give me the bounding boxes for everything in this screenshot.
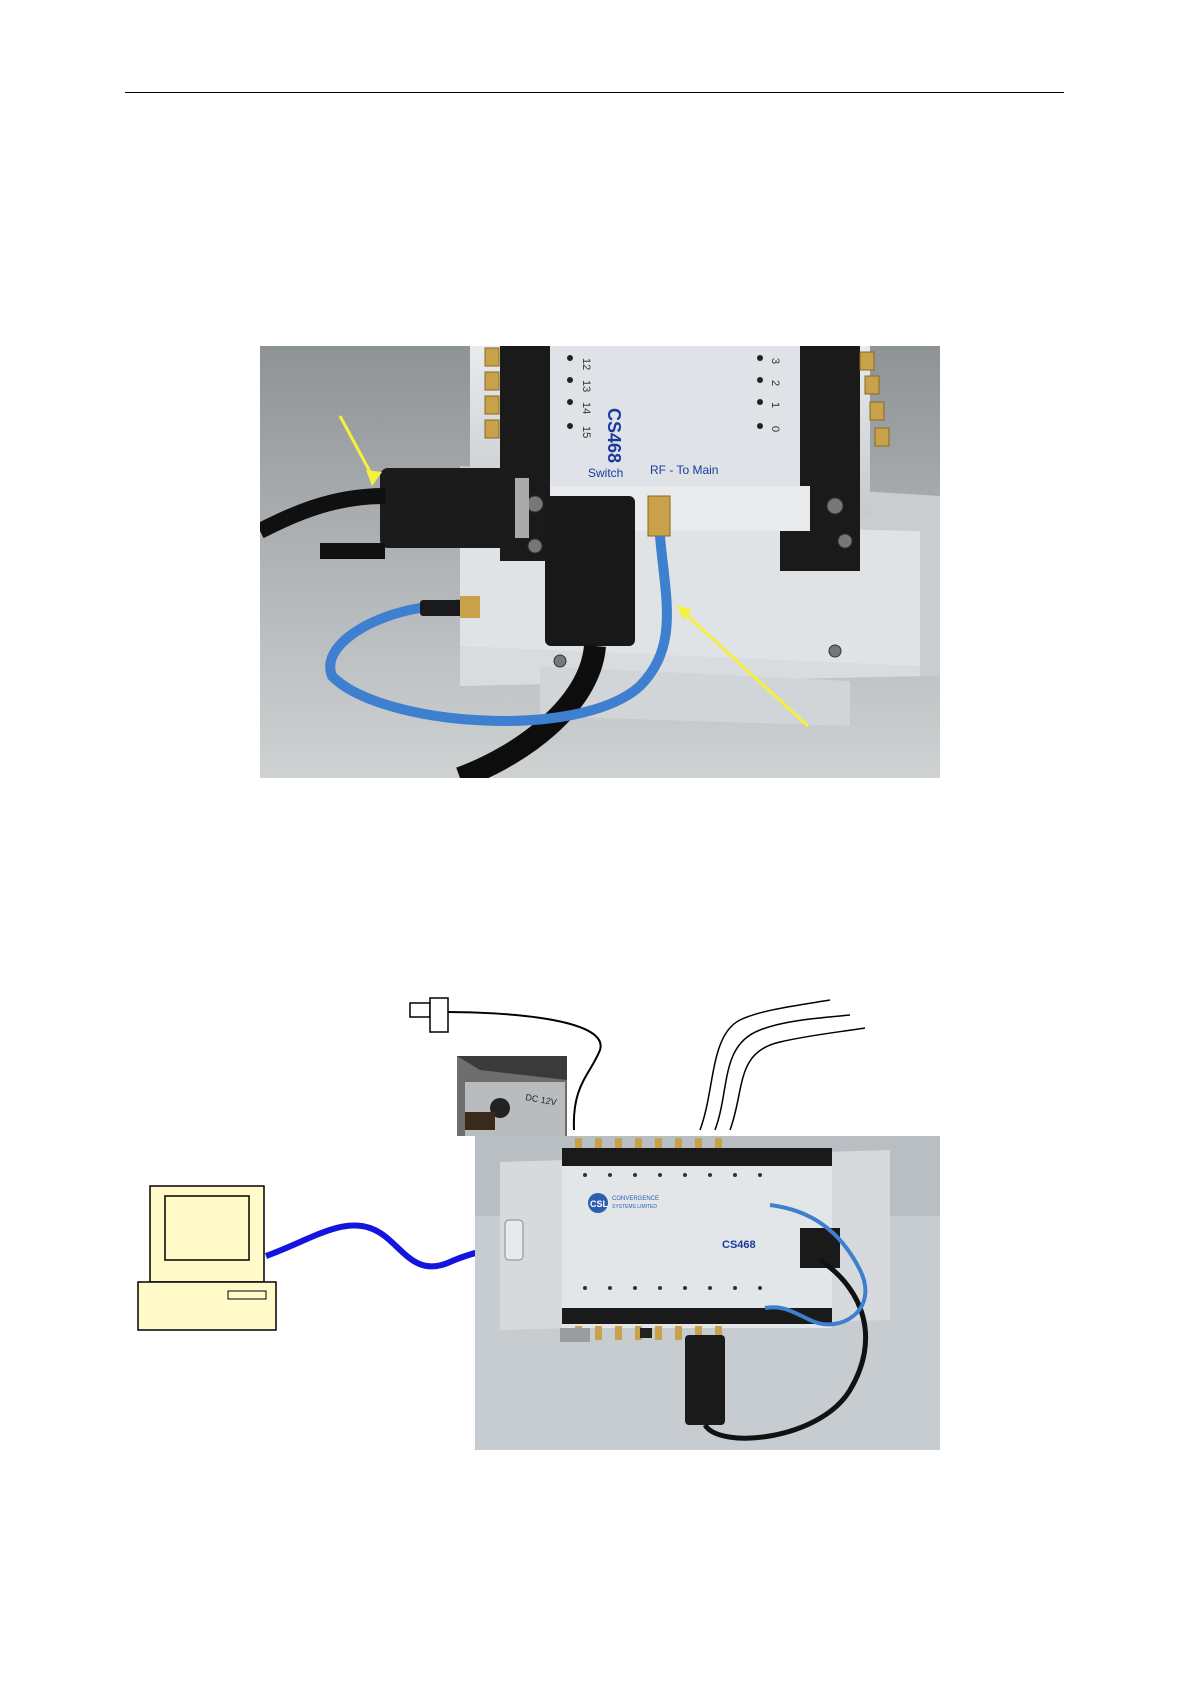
port-number-13: 13 <box>580 380 592 392</box>
csl-logo-text: CSL <box>590 1199 609 1209</box>
switch-port-label: Switch <box>588 466 623 480</box>
port-number-2: 2 <box>769 380 781 386</box>
model-label: CS468 <box>604 408 624 463</box>
port-number-15: 15 <box>580 426 592 438</box>
reader-model-label: CS468 <box>722 1239 756 1251</box>
rf-port-label: RF - To Main <box>650 463 718 477</box>
power-plug-icon <box>410 998 448 1032</box>
brand-line-1: CONVERGENCE <box>612 1196 659 1202</box>
connection-diagram: DC 12V <box>120 990 940 1450</box>
reader-photo: CSL CONVERGENCE SYSTEMS LIMITED CS468 <box>475 1136 940 1450</box>
port-number-1: 1 <box>769 402 781 408</box>
header-rule <box>125 92 1064 93</box>
dc-inset-photo: DC 12V <box>457 1056 567 1136</box>
port-number-12: 12 <box>580 358 592 370</box>
port-number-3: 3 <box>769 358 781 364</box>
computer-icon <box>138 1186 276 1330</box>
port-number-0: 0 <box>769 426 781 432</box>
port-number-14: 14 <box>580 402 592 414</box>
brand-line-2: SYSTEMS LIMITED <box>612 1204 657 1210</box>
photo-switch-closeup: 12 13 14 15 3 2 1 0 CS468 Switch RF - To… <box>260 346 940 778</box>
